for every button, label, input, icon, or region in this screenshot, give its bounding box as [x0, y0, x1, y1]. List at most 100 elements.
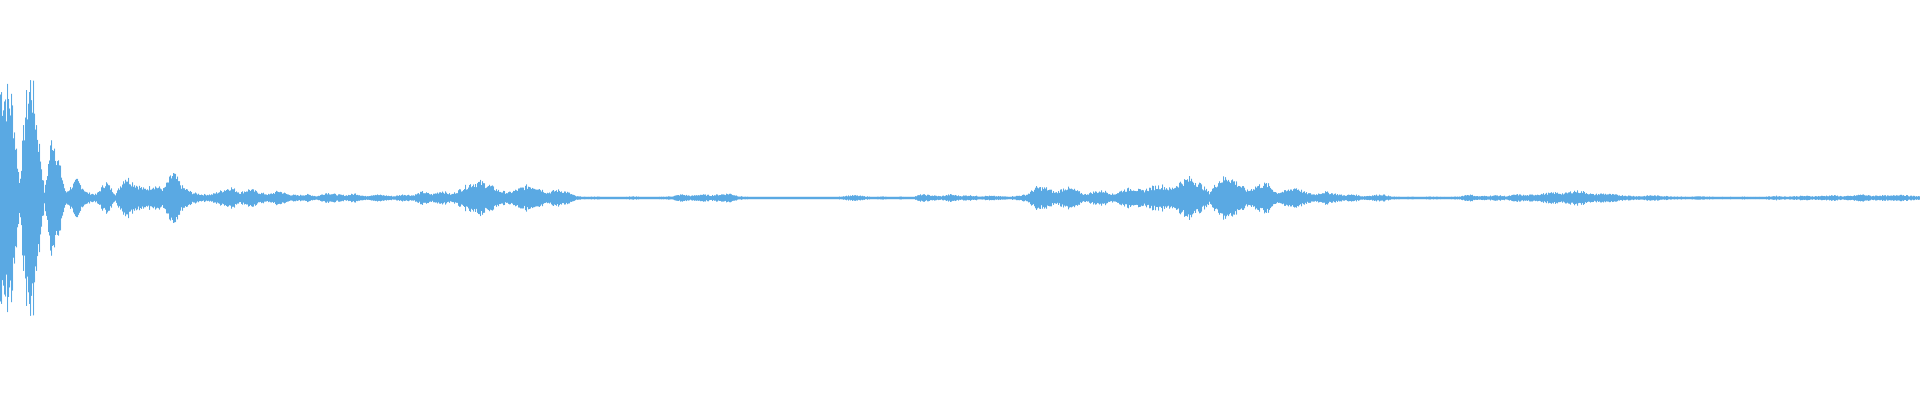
waveform-sample	[38, 151, 40, 245]
waveform-sample	[917, 195, 919, 201]
waveform-sample	[1295, 188, 1297, 208]
waveform-sample	[1086, 194, 1088, 202]
waveform-sample	[780, 196, 782, 200]
waveform-sample	[1138, 188, 1140, 208]
waveform-sample	[898, 196, 900, 200]
waveform-sample	[951, 194, 953, 202]
waveform-sample	[1185, 179, 1187, 217]
waveform-sample	[124, 183, 126, 213]
waveform-sample	[986, 196, 988, 200]
waveform-sample	[268, 193, 270, 203]
waveform-sample	[1199, 182, 1201, 214]
waveform-sample	[1485, 196, 1487, 200]
waveform-sample	[1571, 193, 1573, 203]
waveform-sample	[379, 195, 381, 201]
waveform-sample	[1913, 195, 1915, 201]
waveform-sample	[1240, 186, 1242, 210]
waveform-sample	[1806, 195, 1808, 201]
waveform-sample	[1568, 192, 1570, 204]
waveform-sample	[1039, 187, 1041, 209]
waveform-sample	[1323, 193, 1325, 203]
waveform-sample	[696, 195, 698, 201]
waveform-sample	[1212, 188, 1214, 208]
waveform-sample	[1529, 194, 1531, 202]
waveform-sample	[55, 160, 57, 236]
waveform-sample	[1839, 196, 1841, 200]
waveform-sample	[300, 194, 302, 202]
waveform-sample	[918, 195, 920, 201]
waveform-sample	[246, 191, 248, 205]
waveform-sample	[1156, 189, 1158, 207]
waveform-sample	[907, 196, 909, 200]
waveform-sample	[78, 181, 80, 215]
waveform-sample	[1119, 191, 1121, 205]
waveform-sample	[1455, 196, 1457, 200]
waveform-sample	[422, 191, 424, 205]
waveform-sample	[1802, 195, 1804, 201]
waveform-sample	[979, 196, 981, 200]
waveform-sample	[1476, 196, 1478, 200]
waveform-sample	[1556, 193, 1558, 203]
waveform-sample	[985, 195, 987, 201]
waveform-sample	[600, 196, 602, 200]
waveform-sample	[764, 196, 766, 200]
waveform-sample	[833, 196, 835, 200]
waveform-sample	[512, 192, 514, 204]
waveform-sample	[308, 194, 310, 202]
waveform-sample	[1562, 193, 1564, 203]
waveform-sample	[1508, 195, 1510, 201]
waveform-sample	[756, 196, 758, 200]
waveform-sample	[955, 194, 957, 202]
waveform-sample	[46, 180, 48, 216]
waveform-sample	[1510, 195, 1512, 201]
waveform-sample	[1711, 196, 1713, 200]
waveform-sample	[525, 185, 527, 211]
waveform-sample	[1233, 181, 1235, 215]
waveform-sample	[1451, 196, 1453, 200]
waveform-sample	[1369, 195, 1371, 201]
waveform-sample	[902, 196, 904, 200]
waveform-sample	[388, 195, 390, 201]
waveform-sample	[1517, 194, 1519, 202]
waveform-sample	[1167, 189, 1169, 207]
waveform-sample	[960, 196, 962, 200]
waveform-sample	[1804, 195, 1806, 201]
waveform-sample	[875, 196, 877, 200]
waveform-sample	[493, 186, 495, 210]
waveform-sample	[1876, 195, 1878, 201]
waveform-sample	[448, 194, 450, 202]
waveform-sample	[1847, 195, 1849, 201]
waveform-sample	[450, 194, 452, 202]
waveform-sample	[1739, 196, 1741, 200]
waveform-sample	[1282, 191, 1284, 205]
waveform-sample	[731, 194, 733, 202]
waveform-sample	[1350, 194, 1352, 202]
waveform-sample	[1355, 195, 1357, 201]
waveform-sample	[1864, 195, 1866, 201]
waveform-sample	[138, 189, 140, 207]
waveform-sample	[104, 188, 106, 208]
waveform-sample	[582, 196, 584, 200]
waveform-sample	[1419, 196, 1421, 200]
waveform-sample	[1898, 195, 1900, 201]
waveform-sample	[939, 196, 941, 200]
waveform-sample	[781, 196, 783, 200]
waveform-sample	[779, 196, 781, 200]
waveform-sample	[1370, 196, 1372, 200]
waveform-sample	[1906, 195, 1908, 201]
waveform-sample	[838, 196, 840, 200]
waveform-sample	[867, 196, 869, 200]
waveform-sample	[1635, 196, 1637, 200]
waveform-sample	[524, 190, 526, 206]
waveform-sample	[1017, 195, 1019, 201]
waveform-sample	[1544, 194, 1546, 202]
waveform-sample	[1298, 189, 1300, 207]
waveform-sample	[813, 196, 815, 200]
waveform-sample	[1414, 196, 1416, 200]
waveform-sample	[132, 182, 134, 214]
waveform-sample	[1593, 194, 1595, 202]
waveform-sample	[982, 196, 984, 200]
waveform-sample	[720, 195, 722, 201]
waveform-sample	[1784, 196, 1786, 200]
waveform-sample	[70, 187, 72, 209]
